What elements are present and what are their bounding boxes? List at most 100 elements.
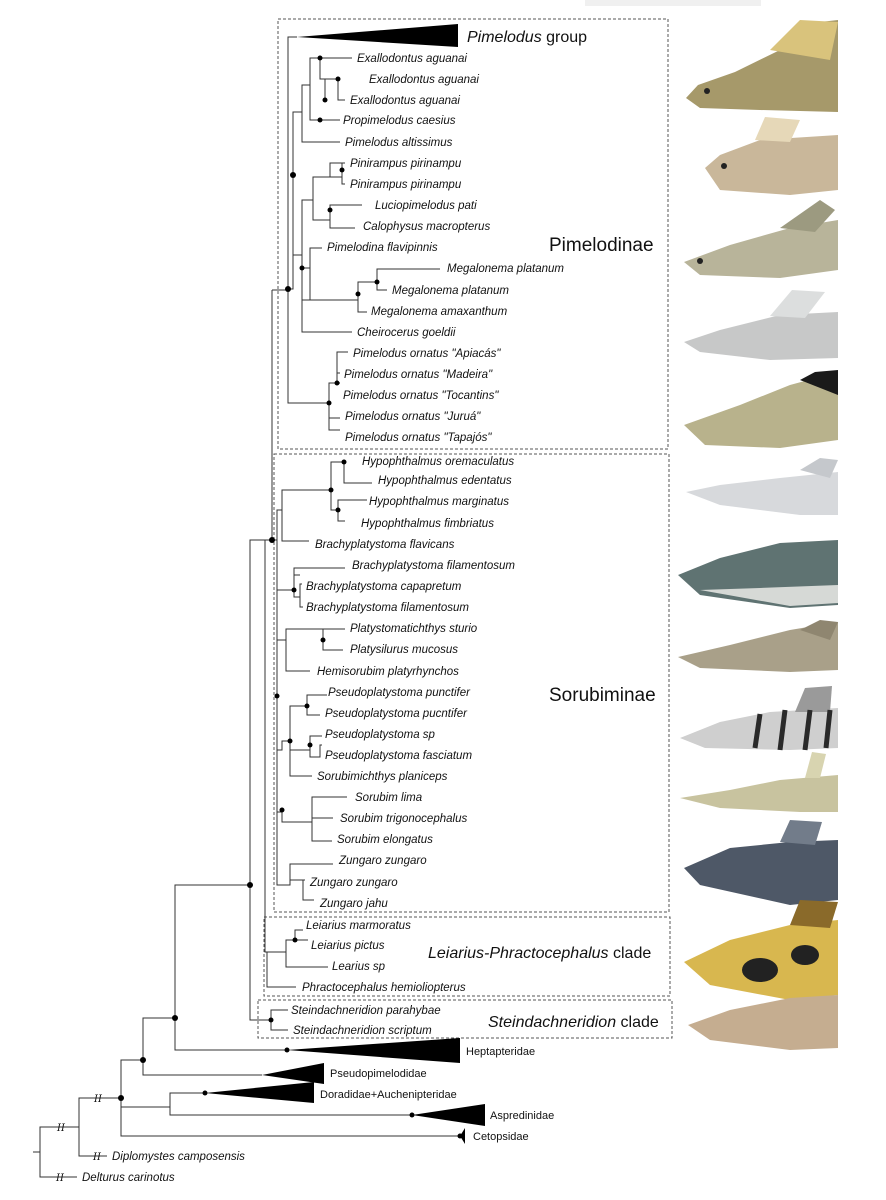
support-node <box>285 286 291 292</box>
support-node <box>140 1057 146 1063</box>
pimelodinae-box <box>277 18 669 450</box>
taxon-label: Platysilurus mucosus <box>350 644 458 656</box>
support-node <box>269 537 275 543</box>
pimelodus-group-label: Pimelodus group <box>467 29 587 46</box>
fish-photo <box>684 820 838 905</box>
taxon-label: Pinirampus pirinampu <box>350 179 462 191</box>
taxon-label: Exallodontus aguanai <box>350 95 460 107</box>
aspredinidae-label: Aspredinidae <box>490 1110 554 1122</box>
support-node <box>307 742 313 748</box>
pseudopimelodidae-label: Pseudopimelodidae <box>330 1068 427 1080</box>
branch-break-mark: II <box>93 1094 103 1105</box>
support-node <box>317 117 323 123</box>
taxon-label: Learius sp <box>332 961 386 973</box>
support-node <box>335 507 341 513</box>
taxon-label: Pimelodus ornatus "Tocantins" <box>343 390 499 402</box>
taxon-label: Pinirampus pirinampu <box>350 158 462 170</box>
taxon-label: Luciopimelodus pati <box>375 200 477 212</box>
taxon-label: Hypophthalmus oremaculatus <box>362 456 514 468</box>
support-node <box>328 487 334 493</box>
top-edge-strip <box>585 0 761 6</box>
taxon-label: Zungaro zungaro <box>309 877 398 889</box>
taxon-label: Brachyplatystoma filamentosum <box>352 560 515 572</box>
delturus-label: Delturus carinotus <box>82 1172 175 1184</box>
support-node <box>274 693 280 699</box>
branch-break-mark: II <box>92 1152 102 1163</box>
pimelodinae-taxon-labels: Exallodontus aguanai Exallodontus aguana… <box>327 53 564 444</box>
taxon-label: Steindachneridion parahybae <box>291 1005 441 1017</box>
taxon-label: Pseudoplatystoma pucntifer <box>325 708 468 720</box>
taxon-label: Sorubim trigonocephalus <box>340 813 467 825</box>
taxon-label: Sorubim lima <box>355 792 422 804</box>
support-node <box>292 937 298 943</box>
fish-photo <box>686 20 838 112</box>
doradidae-wedge <box>205 1082 314 1103</box>
backbone-branches <box>33 289 460 1178</box>
taxon-label: Megalonema platanum <box>392 285 509 297</box>
steindachneridion-taxon-labels: Steindachneridion parahybae Steindachner… <box>291 1005 441 1037</box>
support-node <box>172 1015 178 1021</box>
taxon-label: Hypophthalmus fimbriatus <box>361 518 494 530</box>
fish-photo <box>678 540 838 608</box>
taxon-label: Pimelodina flavipinnis <box>327 242 438 254</box>
taxon-label: Hypophthalmus marginatus <box>369 496 509 508</box>
heptapteridae-label: Heptapteridae <box>466 1046 535 1058</box>
taxon-label: Phractocephalus hemioliopterus <box>302 982 466 994</box>
support-node <box>284 1047 290 1053</box>
support-node <box>326 400 332 406</box>
taxon-label: Cheirocerus goeldii <box>357 327 456 339</box>
support-node <box>334 380 340 386</box>
taxon-label: Brachyplatystoma capapretum <box>306 581 462 593</box>
branch-break-mark: II <box>56 1123 66 1134</box>
support-node <box>322 97 328 103</box>
support-node <box>320 637 326 643</box>
leiarius-taxon-labels: Leiarius marmoratus Leiarius pictus Lear… <box>302 920 466 994</box>
support-node <box>327 207 333 213</box>
fish-photo <box>680 752 838 812</box>
pseudopimelodidae-wedge <box>262 1063 324 1084</box>
taxon-label: Pimelodus ornatus "Madeira" <box>344 369 493 381</box>
support-node <box>247 882 253 888</box>
fish-photo <box>684 290 838 360</box>
support-node <box>374 279 380 285</box>
steindachneridion-branches <box>270 1009 288 1031</box>
pimelodinae-label: Pimelodinae <box>549 235 654 256</box>
sorubiminae-box <box>273 453 670 913</box>
fish-photo <box>705 117 838 195</box>
taxon-label: Pseudoplatystoma punctifer <box>328 687 471 699</box>
leiarius-clade-label: Leiarius-Phractocephalus clade <box>428 945 651 962</box>
taxon-label: Pimelodus altissimus <box>345 137 453 149</box>
heptapteridae-wedge <box>287 1038 460 1063</box>
taxon-label: Leiarius pictus <box>311 940 385 952</box>
support-node <box>202 1090 208 1096</box>
taxon-label: Sorubimichthys planiceps <box>317 771 448 783</box>
taxon-label: Brachyplatystoma filamentosum <box>306 602 469 614</box>
taxon-label: Brachyplatystoma flavicans <box>315 539 455 551</box>
fish-photo <box>686 458 838 515</box>
sorubiminae-label: Sorubiminae <box>549 685 656 706</box>
taxon-label: Propimelodus caesius <box>343 115 456 127</box>
taxon-label: Platystomatichthys sturio <box>350 623 478 635</box>
taxon-label: Megalonema amaxanthum <box>371 306 508 318</box>
support-node <box>118 1095 124 1101</box>
support-node <box>290 172 296 178</box>
taxon-label: Zungaro zungaro <box>338 855 427 867</box>
taxon-label: Steindachneridion scriptum <box>293 1025 432 1037</box>
support-nodes <box>118 55 463 1139</box>
taxon-label: Pseudoplatystoma sp <box>325 729 436 741</box>
diplomystes-label: Diplomystes camposensis <box>112 1151 245 1163</box>
taxon-label: Hemisorubim platyrhynchos <box>317 666 459 678</box>
taxon-label: Sorubim elongatus <box>337 834 433 846</box>
taxon-label: Zungaro jahu <box>319 898 388 910</box>
support-node <box>457 1133 463 1139</box>
leiarius-clade-box <box>263 916 671 997</box>
fish-photo <box>680 686 838 751</box>
support-node <box>279 807 285 813</box>
taxon-label: Hypophthalmus edentatus <box>378 475 512 487</box>
cetopsidae-label: Cetopsidae <box>473 1131 529 1143</box>
support-node <box>355 291 361 297</box>
leiarius-branches <box>266 929 328 988</box>
support-node <box>304 703 310 709</box>
taxon-label: Pimelodus ornatus "Tapajós" <box>345 432 492 444</box>
